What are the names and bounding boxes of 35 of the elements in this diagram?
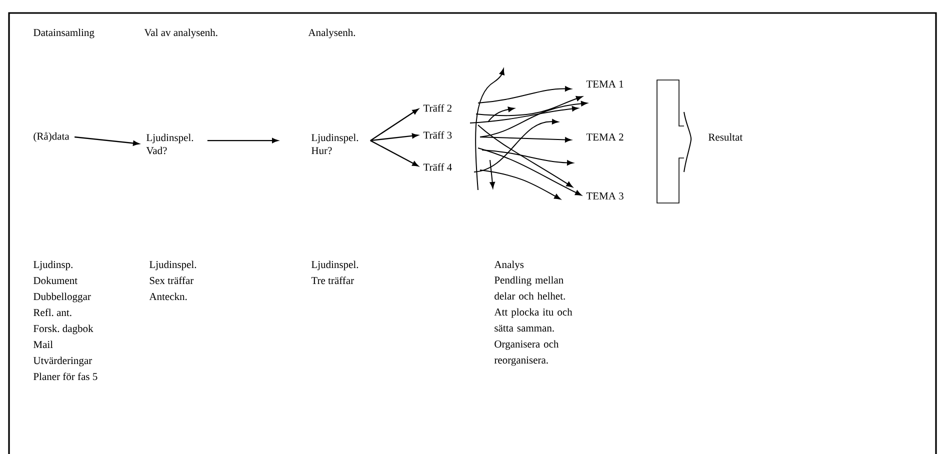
node-text: (Rå)data [34, 132, 70, 142]
label: Ljudinsp. [34, 260, 72, 270]
label: Ljudinspel. [312, 260, 358, 270]
node-text: Resultat [708, 133, 743, 141]
label: Val av analysenh. [144, 28, 218, 38]
label: Dubbelloggar [34, 292, 91, 302]
label: Sex träffar [150, 276, 194, 284]
label: Att plocka itu och sätta samman. [494, 308, 572, 332]
label: Tre träffar [311, 276, 354, 284]
label: Organisera och reorganisera. [494, 340, 559, 366]
label: Forsk. dagbok [34, 324, 94, 334]
label: Utvärderingar [33, 356, 92, 366]
label: Pendling mellan delar och helhet. [494, 276, 565, 300]
label: Refl. ant. [34, 308, 72, 316]
label: Datainsamling [34, 28, 94, 38]
node-text: Ljudinspel. Vad? [146, 134, 194, 154]
arrow [370, 140, 418, 166]
arrow [74, 136, 140, 146]
label: Dokument [34, 276, 78, 284]
label: Analysenh. [308, 28, 356, 38]
node-text: TEMA 3 [586, 192, 624, 200]
label: Ljudinspel. [150, 260, 196, 270]
label: Planer för fas 5 [34, 372, 98, 380]
label: Mail [34, 340, 53, 348]
label: Anteckn. [149, 292, 187, 300]
node-text: Träff 2 [423, 104, 452, 112]
node-text: Ljudinspel. Hur? [312, 134, 358, 154]
node-text: TEMA 2 [586, 134, 624, 140]
arrow [207, 138, 278, 144]
node-text: TEMA 1 [586, 80, 624, 88]
node-text: Träff 4 [423, 163, 452, 171]
node-text: Träff 3 [423, 131, 452, 139]
arrow [370, 108, 419, 142]
label: Analys [494, 260, 524, 270]
arrow [370, 133, 418, 142]
